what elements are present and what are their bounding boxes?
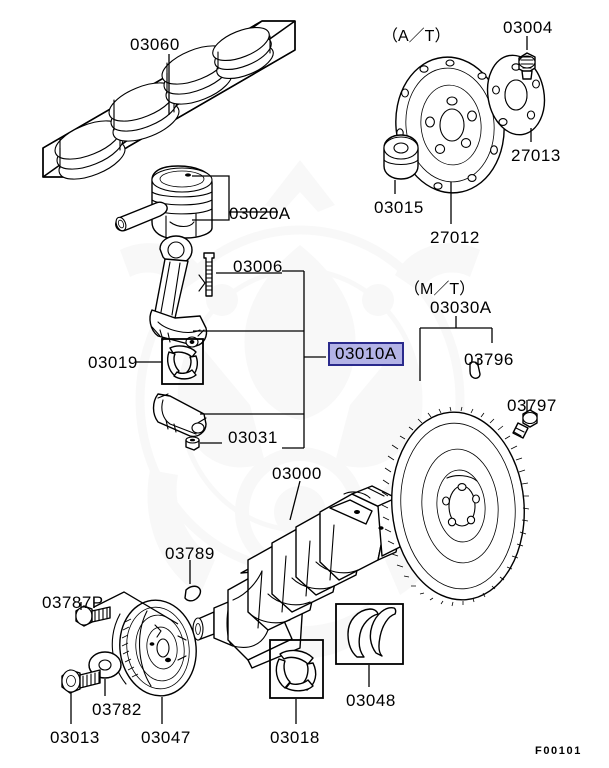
part-label-03018[interactable]: 03018 (270, 728, 320, 747)
part-label-03013[interactable]: 03013 (50, 728, 100, 747)
crankshaft-key-art (184, 585, 202, 602)
pulley-bolt-art (61, 669, 101, 694)
part-label-03789[interactable]: 03789 (165, 544, 215, 563)
part-label-03000[interactable]: 03000 (272, 464, 322, 483)
part-label-03030A[interactable]: 03030A (430, 298, 492, 317)
part-label-03048[interactable]: 03048 (346, 691, 396, 710)
crankshaft-art (192, 485, 405, 669)
part-label-03015[interactable]: 03015 (374, 198, 424, 217)
part-label-03782[interactable]: 03782 (92, 700, 142, 719)
part-label-03060[interactable]: 03060 (130, 35, 180, 54)
diagram-footer-code: F00101 (535, 745, 582, 757)
piston-ring-4 (212, 26, 274, 80)
part-label-03006[interactable]: 03006 (233, 257, 283, 276)
connecting-rod-art (149, 235, 208, 348)
part-label-27013[interactable]: 27013 (511, 146, 561, 165)
piston-ring-3 (161, 44, 233, 105)
part-label-03020A[interactable]: 03020A (229, 204, 291, 223)
pilot-bushing-art (383, 134, 419, 180)
part-label-27012[interactable]: 27012 (430, 228, 480, 247)
piston-assembly-art (115, 165, 213, 239)
conrod-nut-art (185, 436, 200, 451)
piston-rings-group (54, 26, 274, 180)
part-label-03010A-selected[interactable]: 03010A (328, 342, 404, 366)
part-label-03004[interactable]: 03004 (503, 18, 553, 37)
conrod-bearing-box (161, 338, 204, 385)
flywheel-bolt-art (512, 409, 538, 439)
connecting-rod-bolt-art (198, 252, 215, 297)
mode-label-mt: （M／T） (404, 281, 476, 298)
pulley-small-bolt-art (75, 605, 111, 627)
part-label-03047[interactable]: 03047 (141, 728, 191, 747)
flywheel-art (381, 406, 530, 607)
conrod-cap-art (152, 393, 207, 451)
flywheel-pin-art (469, 361, 481, 379)
piston-ring-1 (54, 119, 126, 180)
part-label-03796[interactable]: 03796 (464, 350, 514, 369)
leader-lines (70, 36, 532, 724)
drive-plate-art (395, 56, 505, 194)
part-label-03019[interactable]: 03019 (88, 353, 138, 372)
thrust-bearing-box (335, 603, 404, 665)
part-label-03787P[interactable]: 03787P (42, 593, 104, 612)
part-label-03797[interactable]: 03797 (507, 396, 557, 415)
drive-plate-bolt-art (518, 52, 536, 80)
main-bearing-box (269, 639, 324, 699)
part-label-03031[interactable]: 03031 (228, 428, 278, 447)
mode-label-at: （A／T） (382, 28, 451, 45)
